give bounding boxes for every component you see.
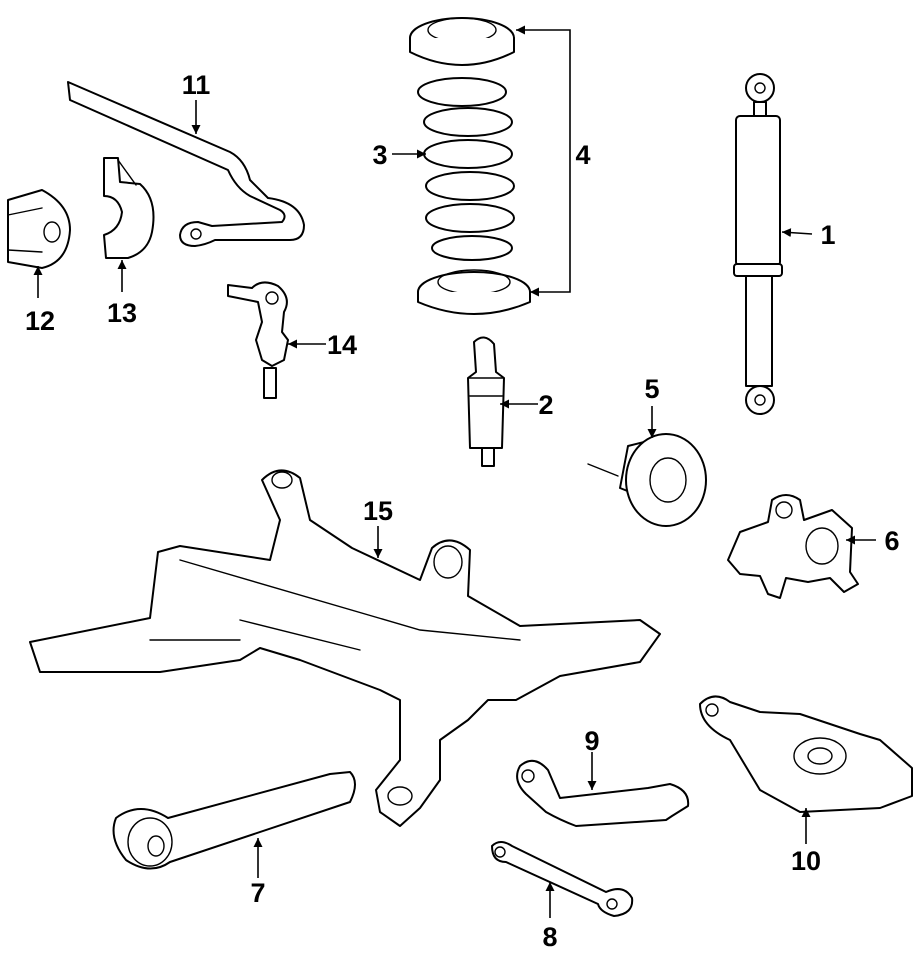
upper-control-arm[interactable] bbox=[516, 759, 690, 827]
callout-13: 13 bbox=[107, 298, 137, 328]
callout-7: 7 bbox=[250, 878, 265, 908]
callout-8: 8 bbox=[542, 922, 557, 952]
lower-control-arm[interactable] bbox=[699, 695, 913, 813]
leader-1 bbox=[781, 228, 813, 238]
trailing-arm[interactable] bbox=[112, 771, 356, 870]
callout-9: 9 bbox=[584, 726, 599, 756]
coil-spring[interactable] bbox=[417, 77, 515, 261]
stabilizer-bar[interactable] bbox=[67, 81, 305, 247]
callout-12: 12 bbox=[25, 306, 55, 336]
steering-knuckle[interactable] bbox=[727, 494, 859, 599]
upper-spring-insulator[interactable] bbox=[409, 17, 515, 66]
rear-subframe[interactable] bbox=[29, 469, 661, 827]
callout-11: 11 bbox=[182, 70, 211, 100]
leader-4 bbox=[516, 25, 571, 297]
jounce-bumper[interactable] bbox=[467, 336, 505, 467]
hub-bearing[interactable] bbox=[587, 433, 707, 527]
shock-absorber[interactable] bbox=[733, 73, 783, 415]
callout-15: 15 bbox=[363, 496, 393, 526]
callout-4: 4 bbox=[575, 140, 590, 170]
callout-1: 1 bbox=[820, 220, 835, 250]
callout-2: 2 bbox=[538, 390, 553, 420]
bushing-bracket[interactable] bbox=[103, 157, 155, 259]
leader-lines bbox=[33, 25, 876, 918]
lower-spring-insulator[interactable] bbox=[417, 269, 531, 315]
stabilizer-bushing[interactable] bbox=[7, 189, 71, 269]
stabilizer-link[interactable] bbox=[227, 281, 289, 399]
callout-10: 10 bbox=[791, 846, 821, 876]
toe-link[interactable] bbox=[491, 841, 634, 917]
callout-5: 5 bbox=[644, 374, 659, 404]
callout-14: 14 bbox=[327, 330, 357, 360]
callout-3: 3 bbox=[372, 140, 387, 170]
callout-labels: 1 2 3 4 5 6 7 8 9 10 11 12 13 14 15 bbox=[25, 70, 900, 952]
callout-6: 6 bbox=[884, 526, 899, 556]
